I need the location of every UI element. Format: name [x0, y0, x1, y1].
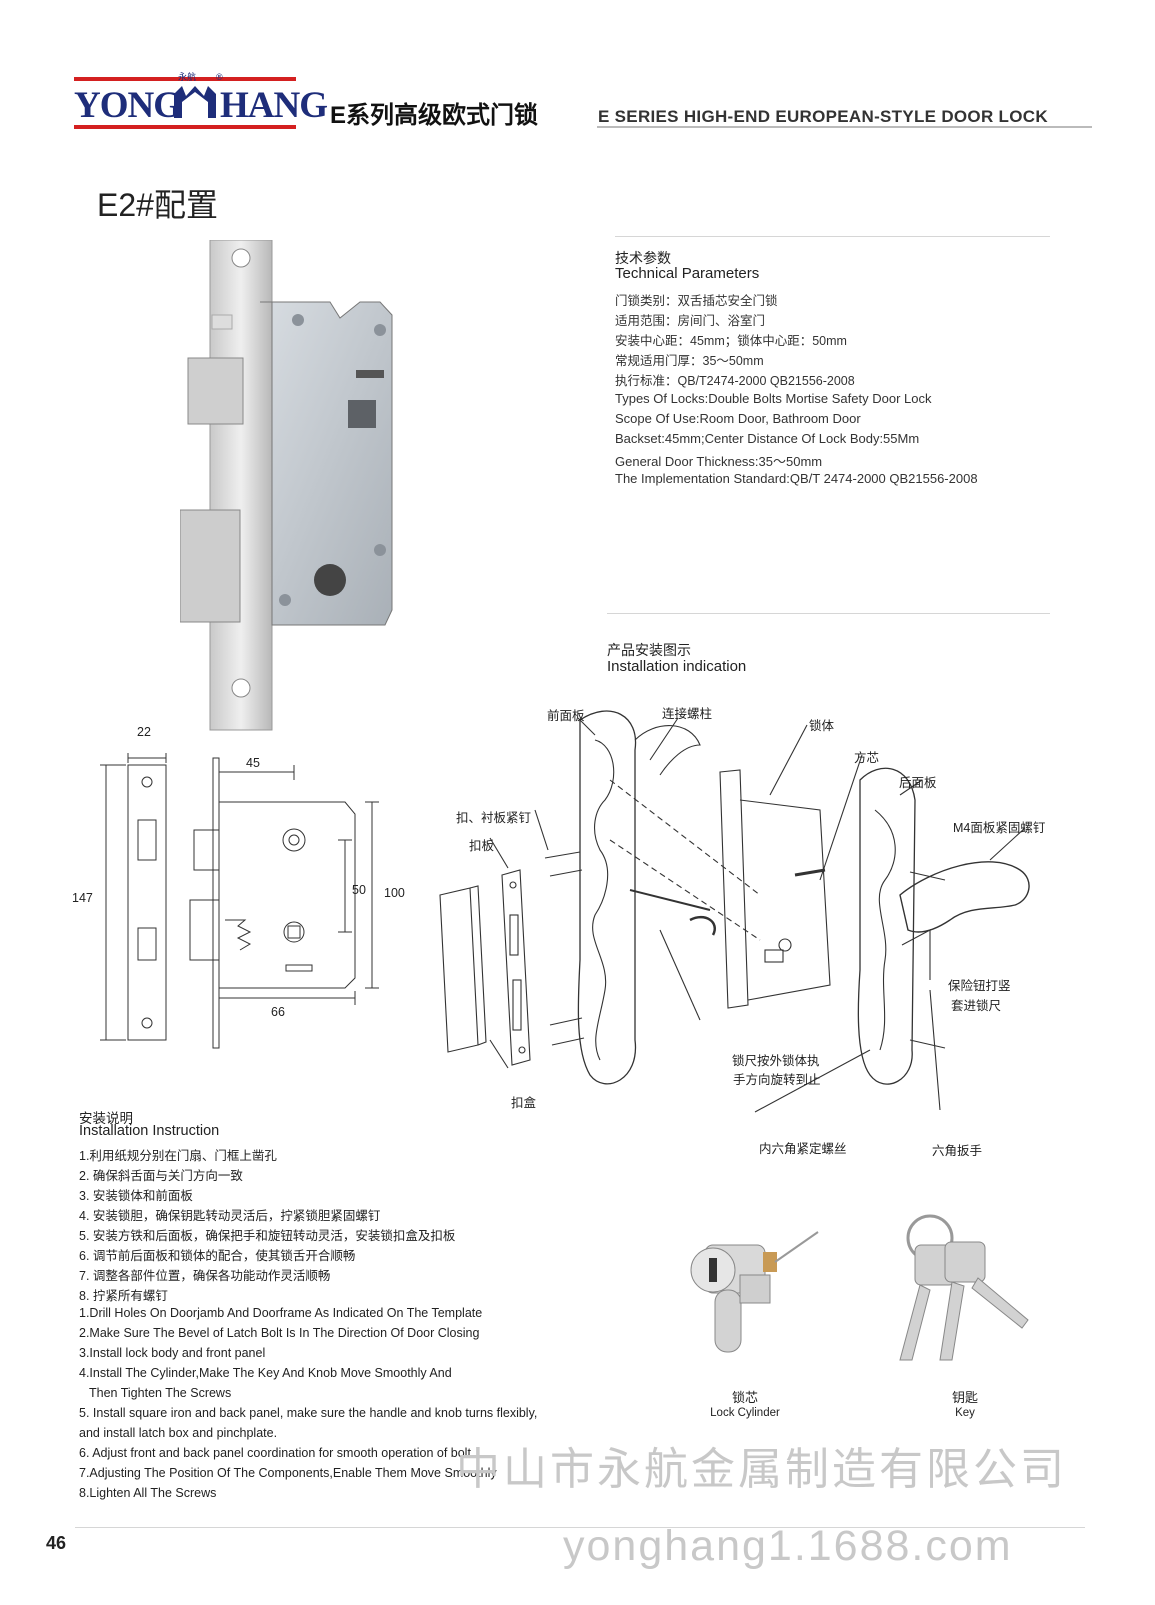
instruction-step-cn: 5. 安装方铁和后面板，确保把手和旋钮转动灵活，安装锁扣盒及扣板 [79, 1229, 456, 1243]
param-en: Types Of Locks:Double Bolts Mortise Safe… [615, 391, 932, 406]
instruction-step-cn: 6. 调节前后面板和锁体的配合，使其锁舌开合顺畅 [79, 1249, 356, 1263]
instruction-step-en: Then Tighten The Screws [89, 1386, 232, 1400]
param-cn: 安装中心距：45mm；锁体中心距：50mm [615, 334, 847, 348]
label-hex-screw: 内六角紧定螺丝 [759, 1142, 847, 1156]
instruction-step-cn: 4. 安装锁胆，确保钥匙转动灵活后，拧紧锁胆紧固螺钉 [79, 1209, 381, 1223]
instruction-step-cn: 8. 拧紧所有螺钉 [79, 1289, 168, 1303]
page-number: 46 [46, 1533, 67, 1553]
label-m4-screw: M4面板紧固螺钉 [953, 821, 1046, 835]
label-safety-knob: 保险钮打竖 [948, 979, 1011, 993]
instruction-step-en: 2.Make Sure The Bevel of Latch Bolt Is I… [79, 1326, 480, 1340]
install-heading-cn: 产品安装图示 [607, 642, 691, 658]
series-title-en: E SERIES HIGH-END EUROPEAN-STYLE DOOR LO… [598, 107, 1048, 126]
header-underline [597, 126, 1092, 128]
label-front-panel: 前面板 [547, 709, 585, 723]
param-cn: 执行标准：QB/T2474-2000 QB21556-2008 [615, 374, 855, 388]
watermark-site: yonghang1.1688.com [563, 1522, 1013, 1570]
label-strike-screw: 扣、衬板紧钉 [456, 811, 532, 825]
logo-gate-icon [174, 86, 216, 118]
label-strike-plate: 扣板 [469, 839, 495, 853]
label-insert-spindle: 套进锁尺 [951, 999, 1002, 1013]
divider [607, 613, 1050, 614]
param-en: Backset:45mm;Center Distance Of Lock Bod… [615, 431, 920, 446]
logo-bottom-stripe [74, 125, 296, 129]
label-square-core: 方芯 [854, 751, 880, 765]
tech-heading-cn: 技术参数 [615, 250, 671, 266]
install-heading-en: Installation indication [607, 658, 747, 675]
dimension-drawing [100, 753, 379, 1049]
dim-height: 100 [384, 886, 405, 900]
logo-small-cn: 永航 [178, 72, 197, 82]
instruction-step-en: 7.Adjusting The Position Of The Componen… [79, 1466, 497, 1480]
lock-body-image [180, 240, 393, 731]
key-label-en: Key [955, 1407, 975, 1419]
label-spindle-rotate: 锁尺按外锁体执 [732, 1054, 820, 1068]
label-connecting-post: 连接螺柱 [662, 707, 713, 721]
instruction-step-cn: 1.利用纸规分别在门扇、门框上凿孔 [79, 1149, 277, 1163]
exploded-install-diagram [439, 710, 1030, 1113]
dim-backset: 45 [246, 756, 260, 770]
instruction-step-en: 6. Adjust front and back panel coordinat… [79, 1446, 475, 1460]
footer-divider [75, 1527, 1085, 1528]
dim-faceplate-width: 22 [137, 725, 151, 739]
lock-cylinder-image [690, 1231, 819, 1353]
param-en: Scope Of Use:Room Door, Bathroom Door [615, 411, 861, 426]
instruction-step-cn: 3. 安装锁体和前面板 [79, 1189, 193, 1203]
dim-length: 147 [72, 891, 93, 905]
series-title-cn: E系列高级欧式门锁 [330, 102, 539, 129]
instruction-step-en: and install latch box and pinchplate. [79, 1426, 278, 1440]
label-lock-body: 锁体 [809, 719, 835, 733]
instruction-heading-cn: 安装说明 [79, 1111, 133, 1126]
logo-text-left: YONG [74, 85, 182, 126]
brand-logo: YONG 永航 HANG ® [74, 70, 328, 130]
logo-text-right: HANG [220, 85, 328, 126]
param-cn: 常规适用门厚：35～50mm [615, 354, 764, 368]
dim-depth: 66 [271, 1005, 285, 1019]
instruction-step-cn: 7. 调整各部件位置，确保各功能动作灵活顺畅 [79, 1269, 331, 1283]
param-en: The Implementation Standard:QB/T 2474-20… [615, 471, 978, 486]
registered-mark: ® [216, 72, 223, 82]
instruction-step-en: 3.Install lock body and front panel [79, 1346, 266, 1360]
param-cn: 适用范围：房间门、浴室门 [615, 314, 766, 328]
cylinder-label-cn: 锁芯 [731, 1390, 758, 1405]
instruction-step-en: 1.Drill Holes On Doorjamb And Doorframe … [79, 1306, 483, 1320]
divider [615, 236, 1050, 237]
key-image [899, 1214, 1029, 1361]
instruction-step-en: 8.Lighten All The Screws [79, 1486, 217, 1500]
config-title: E2#配置 [97, 187, 218, 223]
label-strike-box: 扣盒 [511, 1096, 537, 1110]
instruction-heading-en: Installation Instruction [79, 1123, 220, 1139]
label-hex-wrench: 六角扳手 [932, 1144, 983, 1158]
tech-heading-en: Technical Parameters [615, 265, 760, 282]
instruction-step-en: 5. Install square iron and back panel, m… [79, 1406, 538, 1420]
logo-top-stripe [74, 77, 296, 81]
label-spindle-rotate: 手方向旋转到止 [733, 1073, 821, 1087]
label-back-panel: 后面板 [899, 776, 937, 790]
watermark-company: 中山市永航金属制造有限公司 [456, 1445, 1067, 1494]
param-en: General Door Thickness:35～50mm [615, 454, 823, 469]
instruction-step-cn: 2. 确保斜舌面与关门方向一致 [79, 1169, 243, 1183]
param-cn: 门锁类别：双舌插芯安全门锁 [615, 294, 778, 308]
dim-center: 50 [352, 883, 366, 897]
key-label-cn: 钥匙 [951, 1390, 978, 1405]
instruction-step-en: 4.Install The Cylinder,Make The Key And … [79, 1366, 452, 1380]
cylinder-label-en: Lock Cylinder [710, 1407, 780, 1419]
